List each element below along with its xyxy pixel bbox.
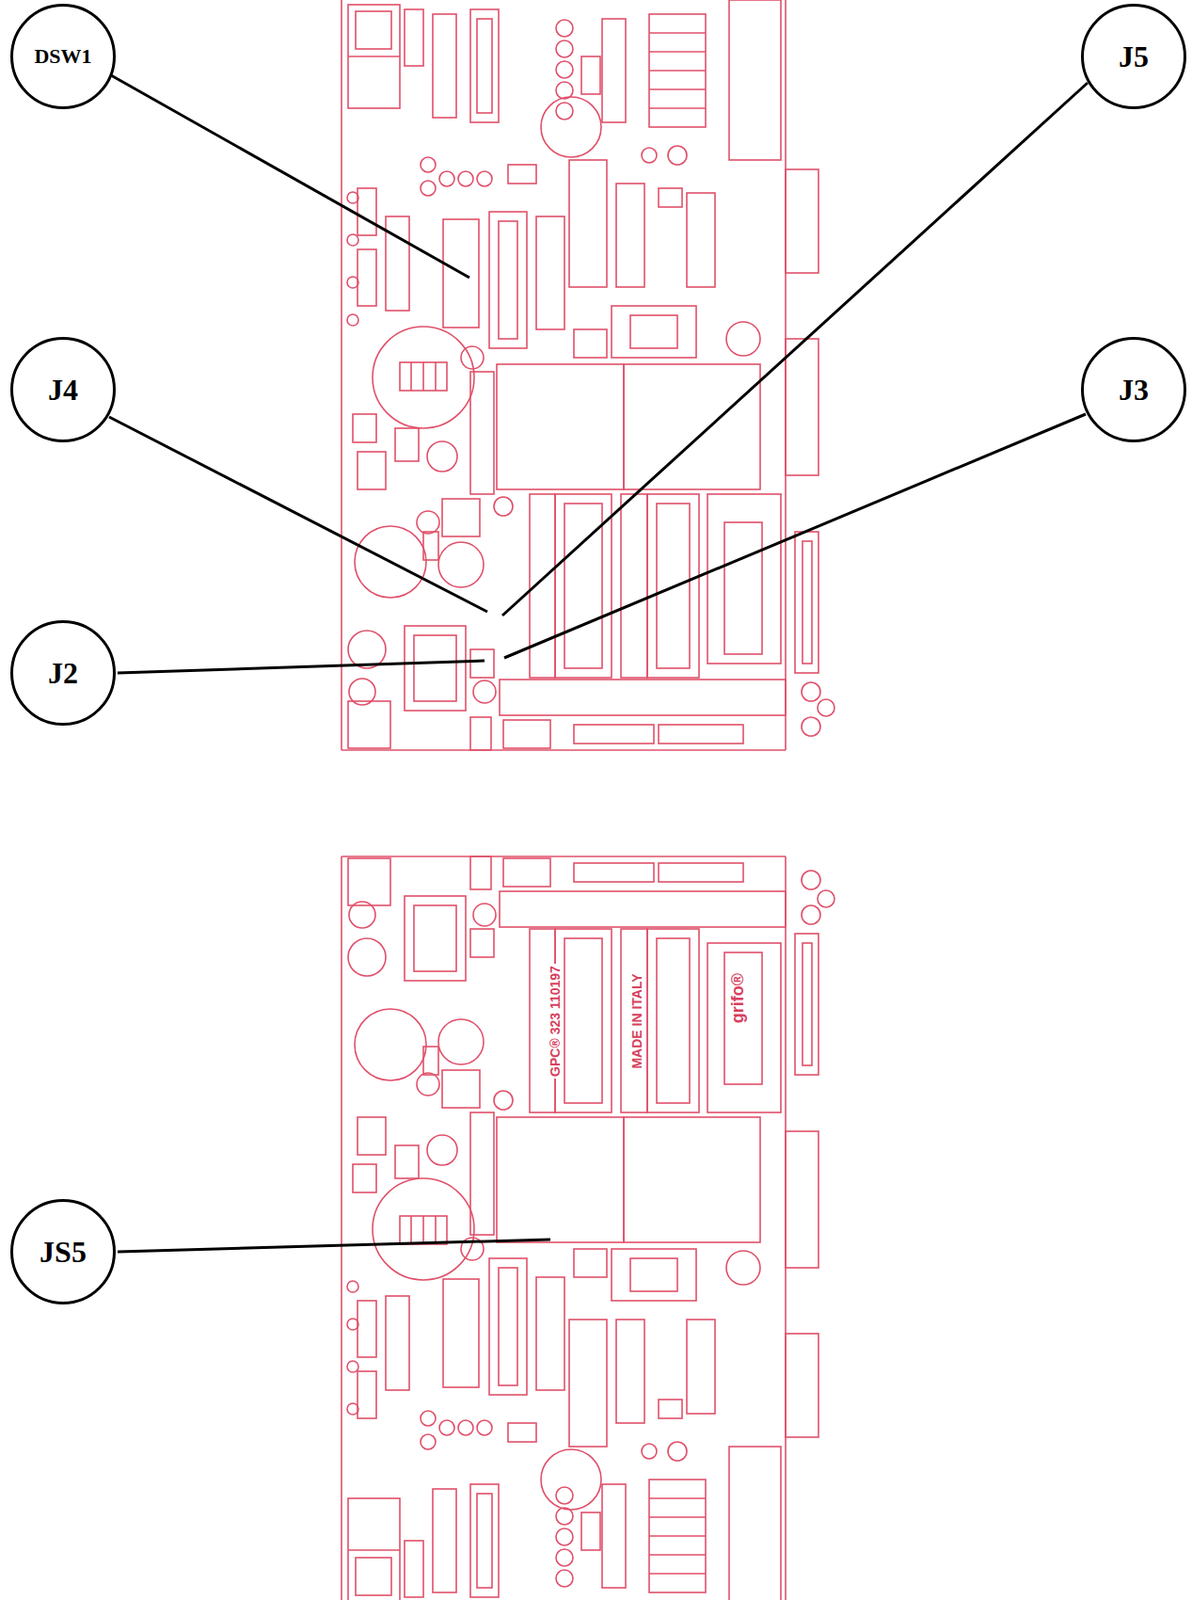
leader-lines <box>109 75 1088 1252</box>
board-bottom <box>341 856 835 1600</box>
callout-label: J5 <box>1118 39 1149 75</box>
callout-circle: JS5 <box>10 1198 116 1304</box>
callout-circle: DSW1 <box>10 3 116 110</box>
silkscreen-text: GPC® 323 110197 <box>547 963 563 1079</box>
callout-circle: J3 <box>1080 336 1187 443</box>
silkscreen-text: MADE IN ITALY <box>629 970 645 1070</box>
callout-circle: J4 <box>10 336 116 443</box>
board-top <box>341 0 835 750</box>
callout-label: J3 <box>1118 372 1149 408</box>
silkscreen-text: grifo® <box>728 969 748 1024</box>
callout-circle: J5 <box>1080 3 1187 110</box>
callout-label: J2 <box>47 655 79 691</box>
callout-label: JS5 <box>39 1234 87 1270</box>
callout-label: DSW1 <box>33 44 92 69</box>
callout-circle: J2 <box>10 619 116 726</box>
callout-label: J4 <box>47 372 79 408</box>
